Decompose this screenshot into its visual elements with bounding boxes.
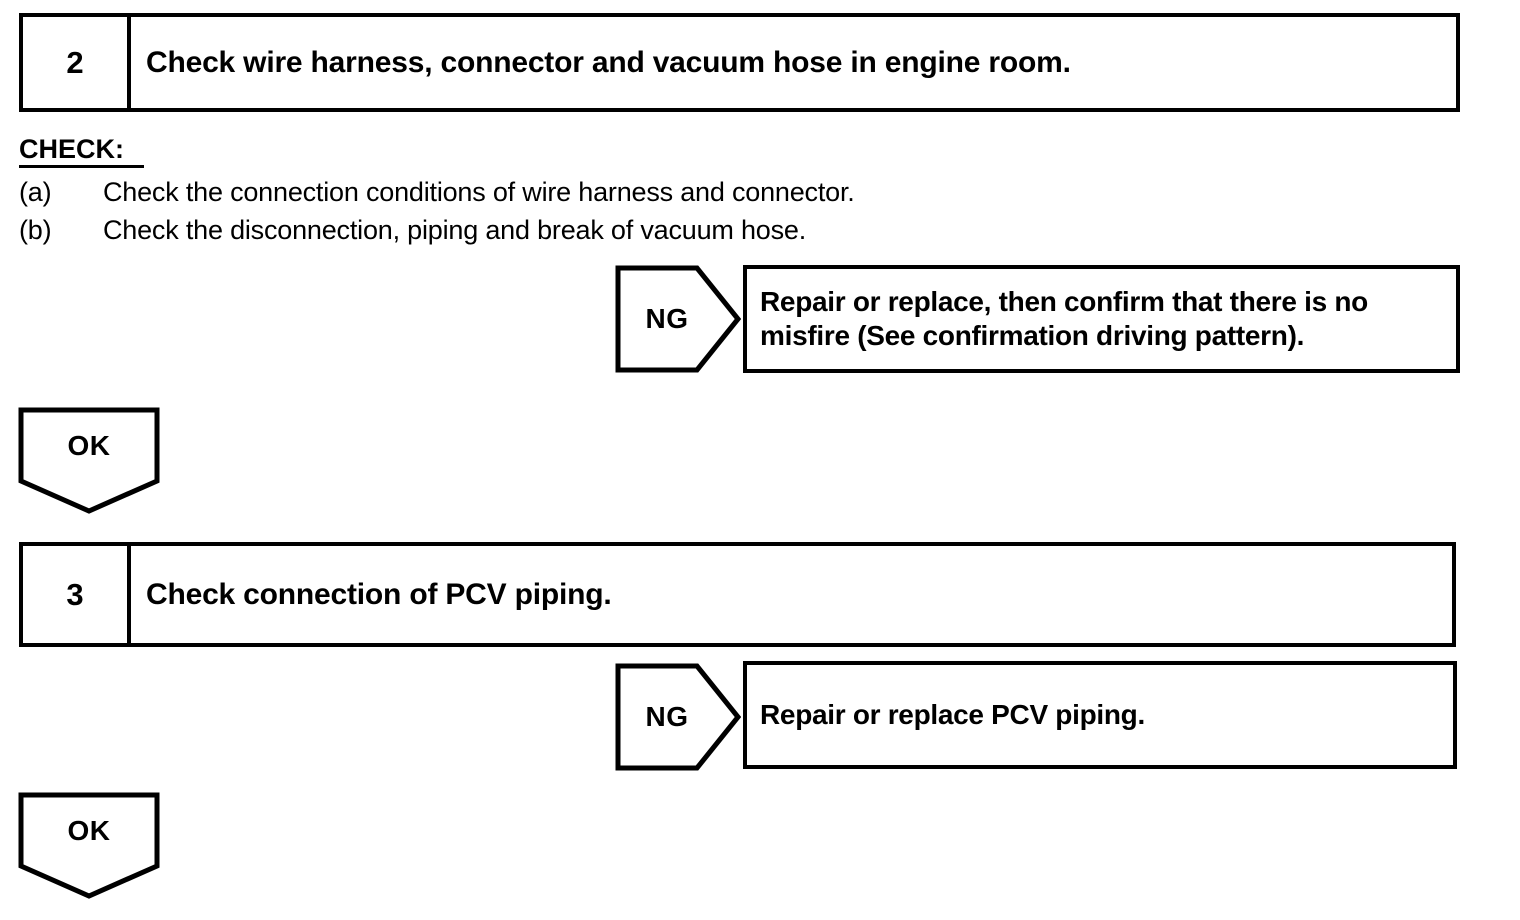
ng-label: NG: [645, 303, 689, 334]
result-box-1: Repair or replace, then confirm that the…: [743, 265, 1460, 373]
result-text-block: Repair or replace PCV piping.: [760, 698, 1145, 732]
ok-connector-1: OK: [18, 407, 160, 514]
check-label: CHECK:: [19, 134, 1119, 168]
step-title-text: Check connection of PCV piping.: [146, 577, 612, 611]
ng-connector-1: NG: [615, 265, 741, 373]
check-item-text: Check the disconnection, piping and brea…: [103, 215, 807, 245]
ng-label: NG: [645, 701, 689, 732]
check-item-b: (b) Check the disconnection, piping and …: [19, 211, 1119, 249]
ok-label: OK: [67, 430, 111, 461]
step-box-2: 2 Check wire harness, connector and vacu…: [19, 13, 1460, 112]
step-title-cell: Check connection of PCV piping.: [131, 546, 1452, 643]
ok-pentagon-icon: [18, 407, 160, 514]
result-text-block: Repair or replace, then confirm that the…: [760, 285, 1368, 353]
check-item-a: (a) Check the connection conditions of w…: [19, 173, 1119, 211]
step-box-3: 3 Check connection of PCV piping.: [19, 542, 1456, 647]
result-box-2: Repair or replace PCV piping.: [743, 661, 1457, 769]
step-number-cell: 3: [23, 546, 131, 643]
result-text-line: misfire (See confirmation driving patter…: [760, 320, 1305, 351]
ok-label: OK: [67, 815, 111, 846]
ng-pentagon-icon: [615, 265, 741, 373]
ng-pentagon-icon: [615, 663, 741, 771]
check-section: CHECK: (a) Check the connection conditio…: [19, 134, 1119, 249]
check-label-text: CHECK:: [19, 134, 144, 168]
result-text-line: Repair or replace, then confirm that the…: [760, 286, 1368, 317]
check-item-text: Check the connection conditions of wire …: [103, 177, 855, 207]
result-text-line: Repair or replace PCV piping.: [760, 699, 1145, 730]
step-number-cell: 2: [23, 17, 131, 108]
ok-connector-2: OK: [18, 792, 160, 899]
ok-pentagon-icon: [18, 792, 160, 899]
step-title-cell: Check wire harness, connector and vacuum…: [131, 17, 1456, 108]
check-item-marker: (b): [19, 215, 52, 245]
step-number: 3: [66, 576, 84, 612]
step-number: 2: [66, 44, 84, 80]
step-title-text: Check wire harness, connector and vacuum…: [146, 45, 1071, 79]
check-item-marker: (a): [19, 177, 52, 207]
ng-connector-2: NG: [615, 663, 741, 771]
